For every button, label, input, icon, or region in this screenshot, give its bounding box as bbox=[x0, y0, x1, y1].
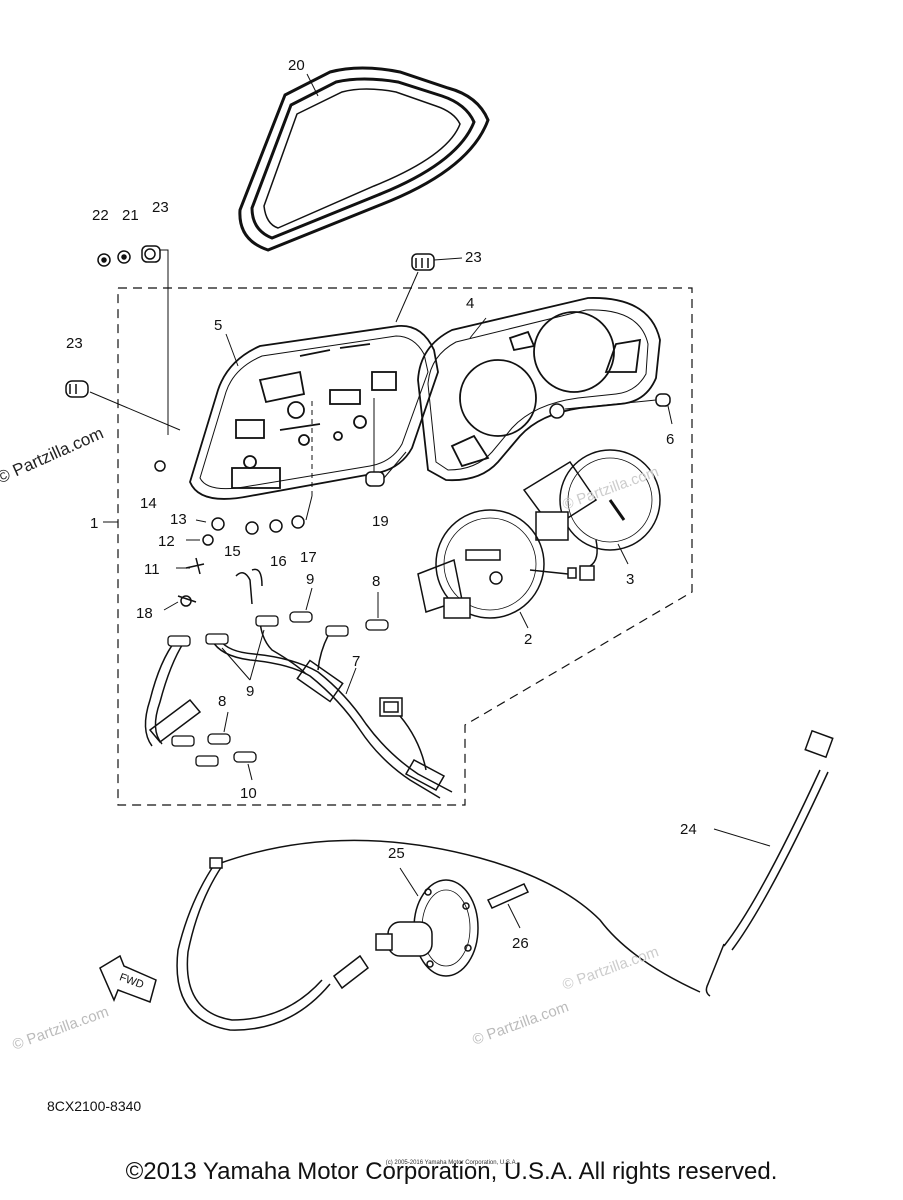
callout-26: 26 bbox=[512, 935, 529, 952]
copyright-notice: ©2013 Yamaha Motor Corporation, U.S.A. A… bbox=[125, 1158, 778, 1185]
callout-9: 9 bbox=[246, 683, 254, 700]
callout-8: 8 bbox=[218, 693, 226, 710]
gear-unit-part bbox=[375, 879, 479, 977]
callout-22: 22 bbox=[92, 207, 109, 224]
callout-24: 24 bbox=[680, 821, 697, 838]
bulbs-and-sockets bbox=[167, 611, 389, 767]
wire-harness-part bbox=[144, 568, 453, 799]
grommet-part-left bbox=[65, 380, 89, 398]
callout-7: 7 bbox=[352, 653, 360, 670]
callout-2: 2 bbox=[524, 631, 532, 648]
callout-9: 9 bbox=[306, 571, 314, 588]
speedometer-part bbox=[417, 509, 577, 619]
callout-6: 6 bbox=[666, 431, 674, 448]
callout-14: 14 bbox=[140, 495, 157, 512]
callout-17: 17 bbox=[300, 549, 317, 566]
callout-15: 15 bbox=[224, 543, 241, 560]
small-copyright: (c) 2005-2016 Yamaha Motor Corporation, … bbox=[385, 1160, 518, 1166]
callout-8: 8 bbox=[372, 573, 380, 590]
callout-10: 10 bbox=[240, 785, 257, 802]
callout-16: 16 bbox=[270, 553, 287, 570]
lens-gasket-part bbox=[238, 66, 490, 252]
assembly-boundary bbox=[117, 287, 693, 806]
callout-21: 21 bbox=[122, 207, 139, 224]
screws-and-grommets bbox=[154, 460, 385, 607]
callout-25: 25 bbox=[388, 845, 405, 862]
callout-1: 1 bbox=[90, 515, 98, 532]
callout-3: 3 bbox=[626, 571, 634, 588]
callout-23: 23 bbox=[66, 335, 83, 352]
small-washers bbox=[97, 245, 161, 267]
callout-23: 23 bbox=[465, 249, 482, 266]
callout-20: 20 bbox=[288, 57, 305, 74]
speedometer-cable-part bbox=[176, 729, 834, 1031]
callout-23: 23 bbox=[152, 199, 169, 216]
forward-arrow: FWD bbox=[99, 954, 157, 1003]
leader-line bbox=[160, 249, 169, 435]
callout-12: 12 bbox=[158, 533, 175, 550]
callout-13: 13 bbox=[170, 511, 187, 528]
callout-19: 19 bbox=[372, 513, 389, 530]
leader-line bbox=[306, 73, 319, 97]
callout-4: 4 bbox=[466, 295, 474, 312]
callout-5: 5 bbox=[214, 317, 222, 334]
meter-housing-part bbox=[189, 325, 439, 500]
pin-part bbox=[486, 883, 530, 909]
diagram-code: 8CX2100-8340 bbox=[47, 1098, 142, 1114]
callout-18: 18 bbox=[136, 605, 153, 622]
grommet-part bbox=[411, 253, 435, 271]
meter-panel-part bbox=[417, 297, 661, 482]
callout-11: 11 bbox=[144, 561, 160, 578]
nut-part bbox=[549, 393, 671, 419]
gauge-unit-part bbox=[522, 449, 661, 581]
